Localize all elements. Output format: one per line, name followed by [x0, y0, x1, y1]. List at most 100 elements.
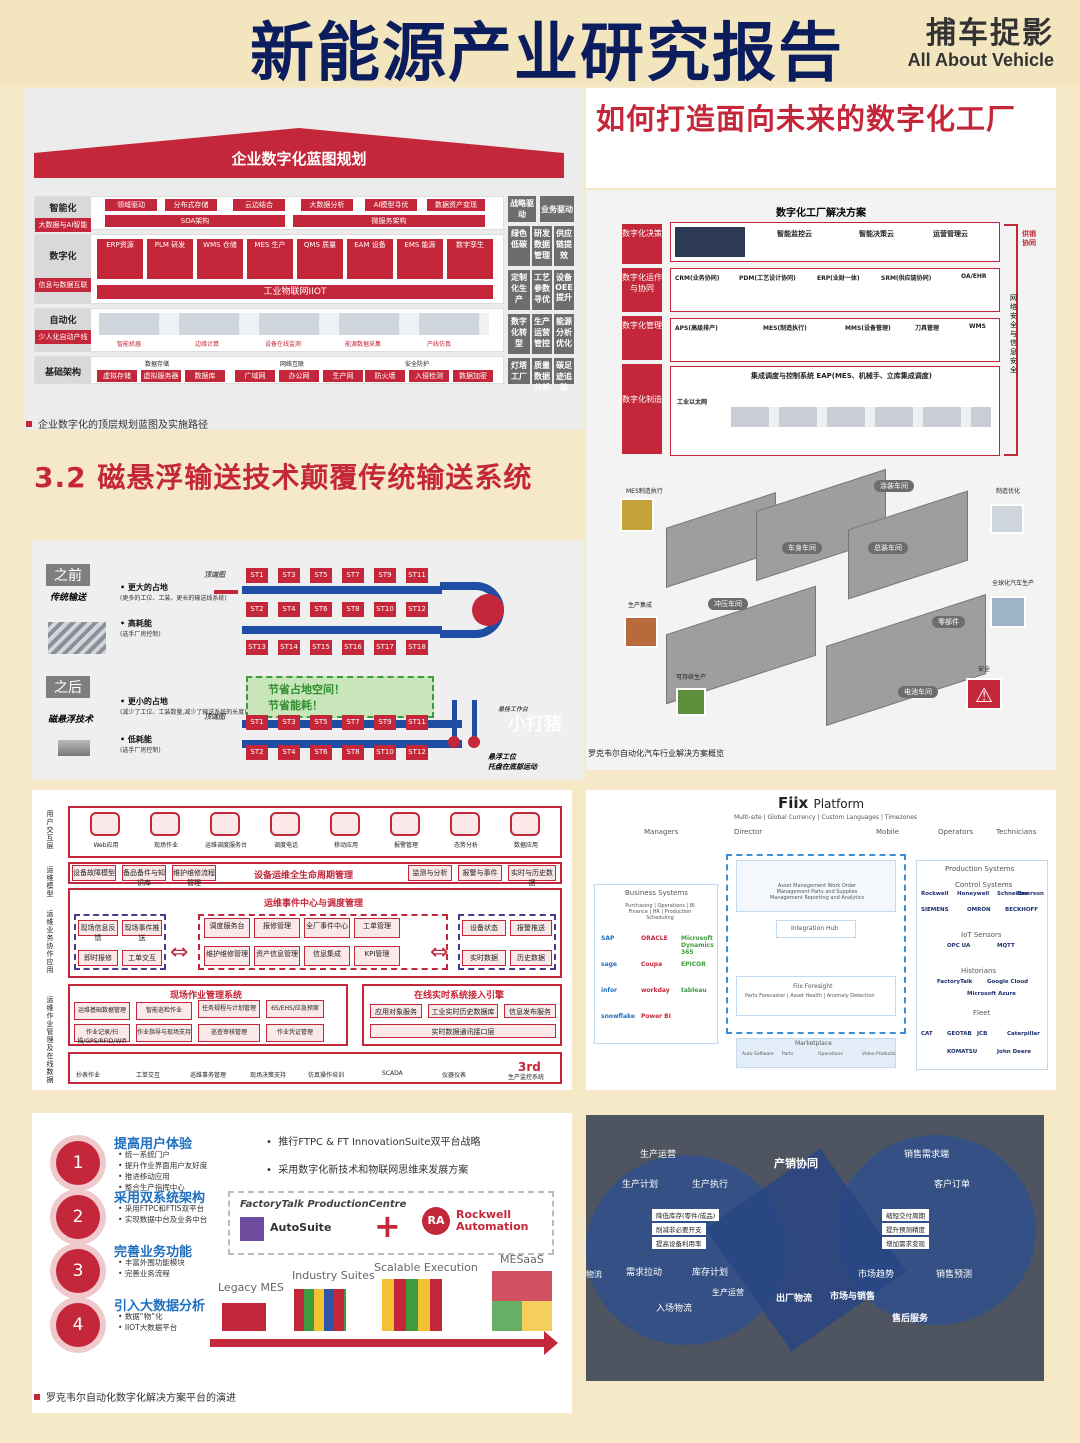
online-item: 信息发布服务: [504, 1004, 556, 1018]
before-bullet-2: • 高耗能(选手厂房控制): [120, 619, 161, 638]
ec-mid-item: 资产信息管理: [254, 946, 300, 966]
sol-module: ERP(业财一体): [817, 275, 860, 282]
infra-chip: 虚拟服务器: [141, 370, 181, 382]
step-heading: 采用双系统架构: [114, 1191, 206, 1206]
sol-module: 智能监控云: [777, 230, 812, 238]
arrow-head-icon: [544, 1331, 558, 1355]
user-layer-label: 用户交互层: [46, 810, 54, 850]
rockwell-logo: Rockwell Automation: [456, 1208, 529, 1233]
supply-box: 削减非必要开支: [652, 1223, 706, 1235]
ec-mid-item: 维护维修管理: [204, 946, 250, 966]
supply-label: 销售需求端: [904, 1150, 950, 1160]
supply-box: 提高设备利用率: [652, 1237, 706, 1249]
step-bullet: • 采用FTPC和FTIS双平台: [118, 1204, 205, 1213]
ec-mid-item: 工单管理: [354, 918, 400, 938]
vendor-logo: BECKHOFF: [1005, 907, 1039, 913]
label-top: 顶端图: [204, 571, 225, 579]
warning-icon: ⚠: [966, 678, 1002, 710]
auto-label: 产线仿真: [427, 341, 452, 348]
infra-chip: 虚拟存储: [97, 370, 137, 382]
side-icon-label: MES制造执行: [626, 488, 663, 495]
station-before: ST8: [342, 602, 364, 617]
bottom-item: 抄表作业: [76, 1072, 101, 1079]
plant-building: [826, 594, 986, 726]
ec-item: 现场事件推送: [122, 920, 162, 942]
supply-label: 生产运营: [712, 1288, 744, 1297]
step-heading: 引入大数据分析: [114, 1299, 206, 1314]
step-badge: 1: [56, 1141, 100, 1185]
core-desc: Asset Management Work Order Management P…: [769, 883, 865, 901]
auto-label: 设备在线监测: [265, 341, 302, 348]
role: Director: [734, 828, 763, 836]
infra-group: 安全防护: [405, 361, 430, 368]
ec-right-group: [458, 914, 556, 970]
sol-module: 刀具管理: [915, 325, 940, 332]
user-app-icon: [90, 812, 120, 836]
station-before: ST4: [278, 602, 300, 617]
market-item: Auto Software: [742, 1052, 774, 1057]
supply-box: 增加需求变现: [882, 1237, 929, 1249]
after-bullet-2: • 低耗能(选手厂房控制): [120, 735, 161, 754]
plant-label: 涂装车间: [874, 480, 914, 492]
side-cell: 生产运营管控: [532, 314, 552, 354]
user-app-label: 运维调度服务台: [204, 842, 247, 849]
before-sub: 传统输送: [50, 593, 87, 603]
solution-title: 数字化工厂解决方案: [776, 208, 866, 219]
business-title: Business Systems: [625, 889, 688, 897]
sol-module: 智能决策云: [859, 230, 894, 238]
supply-label: 售后服务: [892, 1314, 929, 1324]
ec-mid-item: 信息集成: [304, 946, 350, 966]
user-app-icon: [210, 812, 240, 836]
fleet-title: Fleet: [973, 1009, 991, 1017]
dashboard-image: [675, 227, 745, 257]
security-label: 网络安全与信息安全: [1010, 294, 1017, 374]
fiix-core-dash: [726, 854, 906, 1034]
section-title-3-2: 3.2 磁悬浮输送技术颠覆传统输送系统: [34, 461, 533, 494]
field-item: 作业指导与现场支持: [136, 1024, 192, 1042]
ec-mid-item: KPI管理: [354, 946, 400, 966]
ec-left-group: [74, 914, 166, 970]
bottom-item: 3rd: [518, 1060, 541, 1074]
eap-title: 集成调度与控制系统 EAP(MES、机械手、立库集成调度): [751, 372, 932, 380]
blueprint-panel: 企业数字化蓝图规划 智能化大数据与AI智能 领域驱动 分布式存储 云边结合 大数…: [24, 88, 584, 430]
market-item: Parts: [782, 1052, 794, 1057]
field-item: 运维基础数据管理: [74, 1002, 130, 1020]
step-badge: 3: [56, 1249, 100, 1293]
logo-box: [228, 1191, 554, 1255]
evolution-caption: 罗克韦尔自动化数字化解决方案平台的演进: [34, 1389, 236, 1404]
ec-item: 即时报修: [78, 950, 118, 966]
bp-bar-soa: SOA架构: [105, 215, 285, 227]
stage-suites-graphic: [294, 1289, 346, 1331]
step-heading: 提高用户体验: [114, 1137, 193, 1152]
ops-panel: 用户交互层 运维模型 运维业务协作应用 运维作业管理及在线数据 设备故障模型 备…: [32, 790, 572, 1090]
bp-row-label: 智能化大数据与AI智能: [35, 197, 91, 232]
vendor-logo: KOMATSU: [947, 1049, 978, 1055]
station-after: ST2: [246, 745, 268, 760]
maglev-image: [58, 740, 90, 756]
bp-chip: 大数据分析: [301, 199, 353, 211]
vendor-logo: Honeywell: [957, 891, 990, 897]
sol-left-item: 数字化制造: [622, 364, 662, 454]
sol-module: MMS(设备管理): [845, 325, 891, 332]
supply-box: 提升预测精度: [882, 1223, 929, 1235]
infra-chip: 数据加密: [453, 370, 493, 382]
side-cell: 研发数据管理: [532, 226, 552, 266]
bp-chip: 领域驱动: [105, 199, 157, 211]
brand-logo-cn: 捕车捉影: [926, 16, 1054, 51]
user-app-label: 报警管理: [393, 842, 418, 849]
ec-item: 实时数据: [462, 950, 506, 966]
vendor-logo: Google Cloud: [987, 979, 1029, 985]
foresight-box: Fiix Foresight Parts Forecaster | Asset …: [736, 976, 896, 1016]
vendor-logo: GEOTAB: [947, 1031, 972, 1037]
side-cell: 工艺参数寻优: [532, 270, 552, 310]
step-bullet: • 完善业务流程: [118, 1269, 170, 1278]
blueprint-title: 企业数字化蓝图规划: [231, 150, 367, 168]
station-before: ST13: [246, 640, 268, 655]
sol-module: SRM(供应链协同): [881, 275, 932, 282]
blueprint-roof: 企业数字化蓝图规划: [34, 128, 564, 178]
station-after: ST7: [342, 715, 364, 730]
bottom-item: 仪器仪表: [442, 1072, 467, 1079]
station-before: ST11: [406, 568, 428, 583]
vendor-logo: SAP: [601, 935, 615, 942]
fiix-panel: Fiix Platform Multi-site | Global Curren…: [586, 790, 1056, 1090]
